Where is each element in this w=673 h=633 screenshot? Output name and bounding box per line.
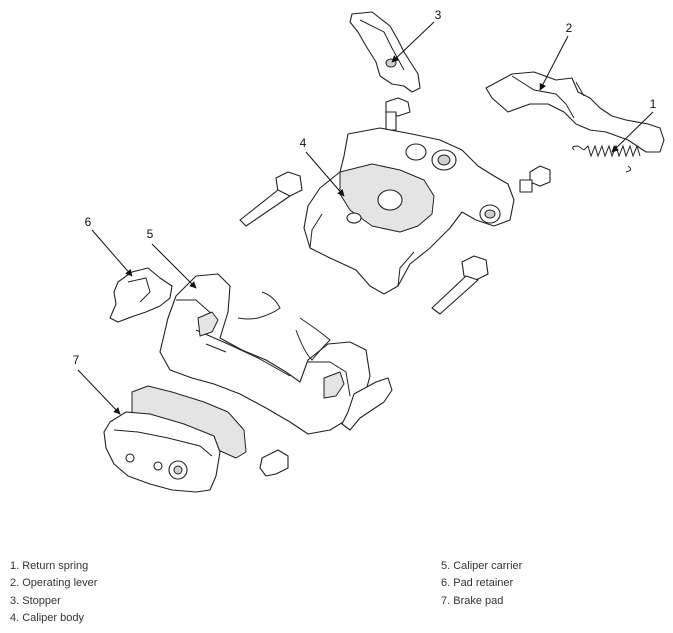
caliper-body-part: [303, 127, 515, 295]
legend-right-column: 5. Caliper carrier 6. Pad retainer 7. Br…: [441, 558, 522, 610]
brake-pad-part: [103, 385, 247, 493]
legend-item-caliper-body: 4. Caliper body: [10, 611, 84, 624]
long-bolt-left: [239, 171, 303, 227]
callout-6: 6: [85, 215, 92, 229]
callout-1: 1: [650, 97, 657, 111]
wire-clip-upper: [237, 291, 331, 361]
callout-4: 4: [300, 136, 307, 150]
pad-retainer-part: [109, 267, 173, 323]
guide-bolt-right: [519, 165, 551, 193]
pad-spring-clip: [259, 449, 289, 477]
legend-item-return-spring: 1. Return spring: [10, 560, 89, 572]
caliper-carrier-part: [159, 273, 371, 435]
legend-item-brake-pad: 7. Brake pad: [441, 594, 504, 607]
legend-left-column: 1. Return spring 2. Operating lever 3. S…: [10, 558, 97, 627]
long-bolt-right: [431, 255, 489, 315]
legend-item-stopper: 3. Stopper: [10, 594, 61, 607]
return-spring-part: [572, 144, 641, 173]
guide-bolt-upper: [385, 97, 411, 131]
callout-2: 2: [566, 21, 573, 35]
leader-lines: [77, 21, 654, 415]
operating-lever-part: [485, 71, 665, 153]
legend-item-caliper-carrier: 5. Caliper carrier: [441, 560, 523, 572]
callout-3: 3: [435, 8, 442, 22]
callout-5: 5: [147, 227, 154, 241]
stopper-part: [349, 11, 421, 93]
callout-7: 7: [73, 353, 80, 367]
legend-item-operating-lever: 2. Operating lever: [10, 577, 98, 590]
exploded-view-diagram: 1 2 3 4 5 6 7: [73, 8, 665, 493]
pad-retainer-clip-right: [341, 377, 393, 431]
legend-item-pad-retainer: 6. Pad retainer: [441, 577, 514, 590]
